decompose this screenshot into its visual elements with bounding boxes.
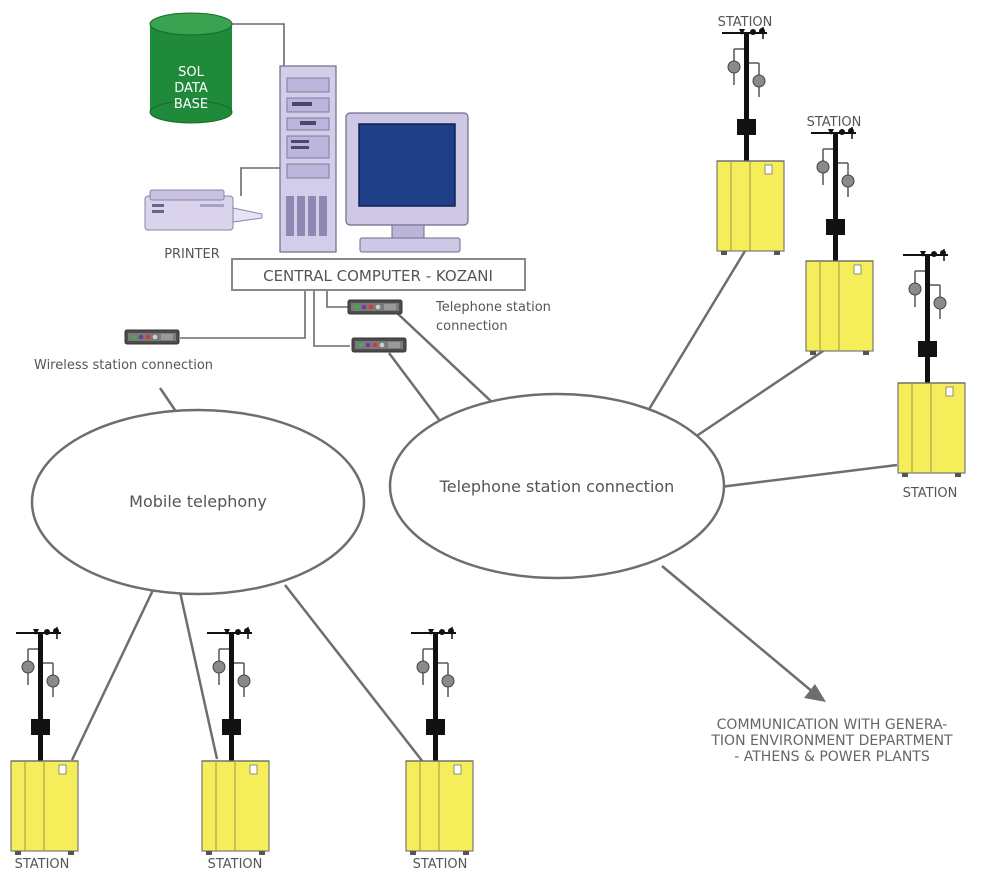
central-computer-box: CENTRAL COMPUTER - KOZANI — [231, 258, 526, 291]
station-5-label: STATION — [208, 857, 263, 872]
link-station-5 — [178, 591, 219, 760]
station-4-icon — [10, 626, 79, 856]
database-label-line2: DATA — [174, 81, 208, 96]
station-2-label: STATION — [807, 115, 862, 130]
communication-arrow-icon — [804, 684, 826, 702]
mobile-telephony-label: Mobile telephony — [129, 492, 267, 511]
station-3-label: STATION — [903, 486, 958, 501]
link-station-2 — [694, 343, 833, 439]
station-2-icon — [805, 126, 874, 356]
station-1-icon — [716, 26, 785, 256]
station-1-label: STATION — [718, 15, 773, 30]
wireless-to-mobile-link — [158, 387, 179, 414]
mobile-telephony-network: Mobile telephony — [30, 408, 366, 596]
communication-note: COMMUNICATION WITH GENERA- TION ENVIRONM… — [710, 717, 953, 765]
link-station-6 — [284, 584, 424, 763]
station-6-icon — [405, 626, 474, 856]
station-3-icon — [897, 248, 966, 478]
computer-tower-icon — [279, 65, 337, 253]
telephone-network-label: Telephone station connection — [439, 477, 675, 496]
database-label-line1: SOL — [178, 65, 204, 80]
communication-line2: TION ENVIRONMENT DEPARTMENT — [710, 733, 953, 749]
printer-icon — [144, 189, 263, 231]
communication-line3: - ATHENS & POWER PLANTS — [734, 749, 930, 765]
telephone-modem-wire-upper — [326, 290, 350, 308]
link-station-1 — [646, 245, 750, 412]
modem-to-telephone-link-2 — [388, 352, 441, 422]
telephone-connection-label-2: connection — [436, 319, 508, 334]
monitor-icon — [345, 112, 469, 253]
station-4-label: STATION — [15, 857, 70, 872]
central-computer-label: CENTRAL COMPUTER - KOZANI — [263, 267, 493, 285]
database-label-line3: BASE — [174, 97, 208, 112]
modem-to-telephone-link-1 — [396, 312, 495, 405]
printer-wire — [240, 167, 280, 196]
wireless-connection-label: Wireless station connection — [34, 358, 213, 373]
link-station-3 — [719, 463, 898, 489]
printer-label: PRINTER — [164, 247, 220, 262]
wireless-modem-icon — [124, 329, 180, 345]
communication-link — [661, 565, 815, 694]
telephone-connection-label-1: Telephone station — [435, 300, 551, 315]
telephone-modem-wire-lower — [313, 290, 350, 347]
sol-database: SOL DATA BASE — [149, 12, 233, 124]
telephone-station-network: Telephone station connection — [388, 392, 726, 580]
station-6-label: STATION — [413, 857, 468, 872]
telephone-modem-icon-1 — [347, 299, 403, 315]
telephone-modem-icon-2 — [351, 337, 407, 353]
wireless-modem-wire — [180, 290, 306, 339]
communication-line1: COMMUNICATION WITH GENERA- — [717, 717, 948, 733]
link-station-4 — [70, 589, 155, 761]
